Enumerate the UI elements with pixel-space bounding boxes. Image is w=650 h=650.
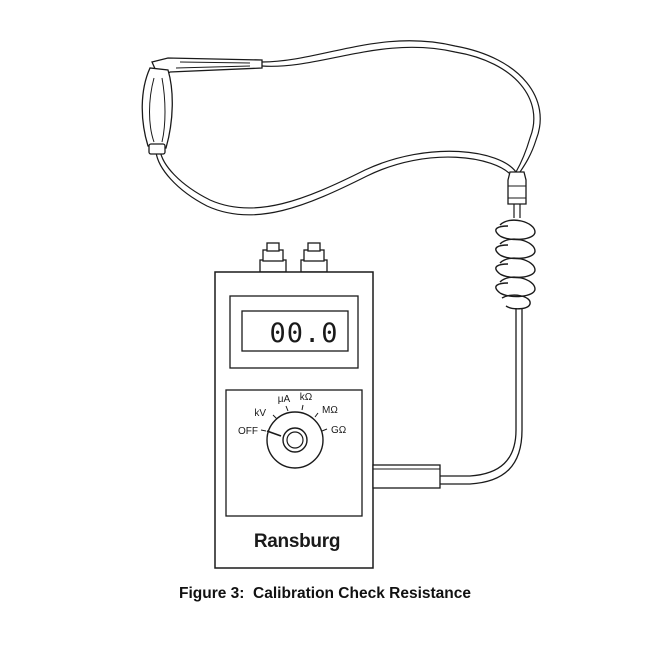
side-input-connector [372,464,441,489]
coiled-cord [440,171,536,485]
dial-label-kv: kV [254,408,266,419]
dial-label-off: OFF [238,426,258,437]
dial-ticks [260,404,328,432]
dial-label-kohm: kΩ [300,392,313,403]
meter-terminal-left [259,242,287,273]
dial-label-gohm: GΩ [331,425,347,436]
brand-name: Ransburg [254,531,340,552]
display-bezel [229,295,359,369]
alligator-clip [141,57,263,155]
dial-label-ua: μA [278,394,291,405]
selector-panel [225,389,363,517]
meter-terminal-right [300,242,328,273]
dial-label-mohm: MΩ [322,405,338,416]
figure-caption: Figure 3: Calibration Check Resistance [178,585,471,602]
display-window [241,310,349,352]
test-lead-wire [155,40,541,216]
display-reading: 00.0 [269,318,338,349]
resistance-meter: 00.0 OFF kV μA [214,242,441,569]
range-selector-knob[interactable] [266,411,324,469]
